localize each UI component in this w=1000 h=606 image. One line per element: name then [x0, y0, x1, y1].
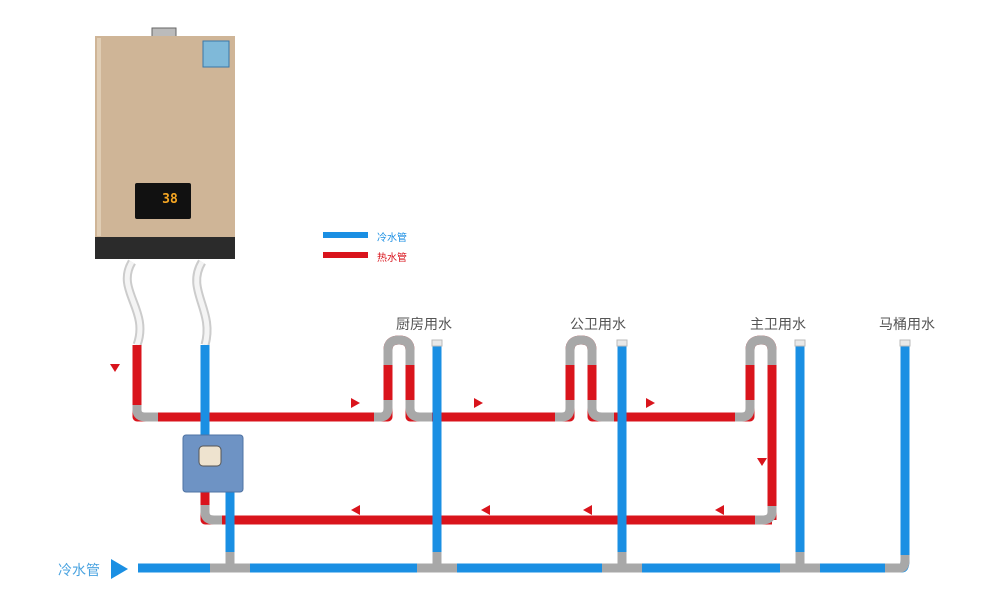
energy-label-sticker: [202, 40, 230, 68]
legend-swatch-cold: [323, 232, 368, 238]
legend-label-cold: 冷水管: [377, 233, 407, 244]
heater-display: [135, 183, 191, 219]
arrow-right-icon: [351, 398, 360, 408]
circulation-pump: [182, 434, 244, 493]
arrow-down-icon: [757, 458, 767, 466]
flow-arrows: [110, 364, 767, 515]
arrow-right-icon: [474, 398, 483, 408]
water-heater: 38: [95, 27, 235, 259]
arrow-down-icon: [110, 364, 120, 372]
outlet-label-toilet: 马桶用水: [879, 317, 935, 333]
arrow-right-icon: [646, 398, 655, 408]
outlet-label-master-bath: 主卫用水: [750, 317, 806, 333]
inlet-arrow-icon: [111, 559, 128, 579]
arrow-left-icon: [715, 505, 724, 515]
legend-label-hot: 热水管: [377, 253, 407, 264]
outlet-label-public-bath: 公卫用水: [570, 317, 626, 333]
display-value: 38: [162, 192, 178, 207]
arrow-left-icon: [583, 505, 592, 515]
legend-swatch-hot: [323, 252, 368, 258]
inlet-label: 冷水管: [58, 563, 100, 579]
pipe-joints: [132, 335, 910, 573]
arrow-left-icon: [351, 505, 360, 515]
arrow-left-icon: [481, 505, 490, 515]
outlet-label-kitchen: 厨房用水: [396, 317, 452, 333]
cold-main-pipe: [138, 345, 910, 573]
